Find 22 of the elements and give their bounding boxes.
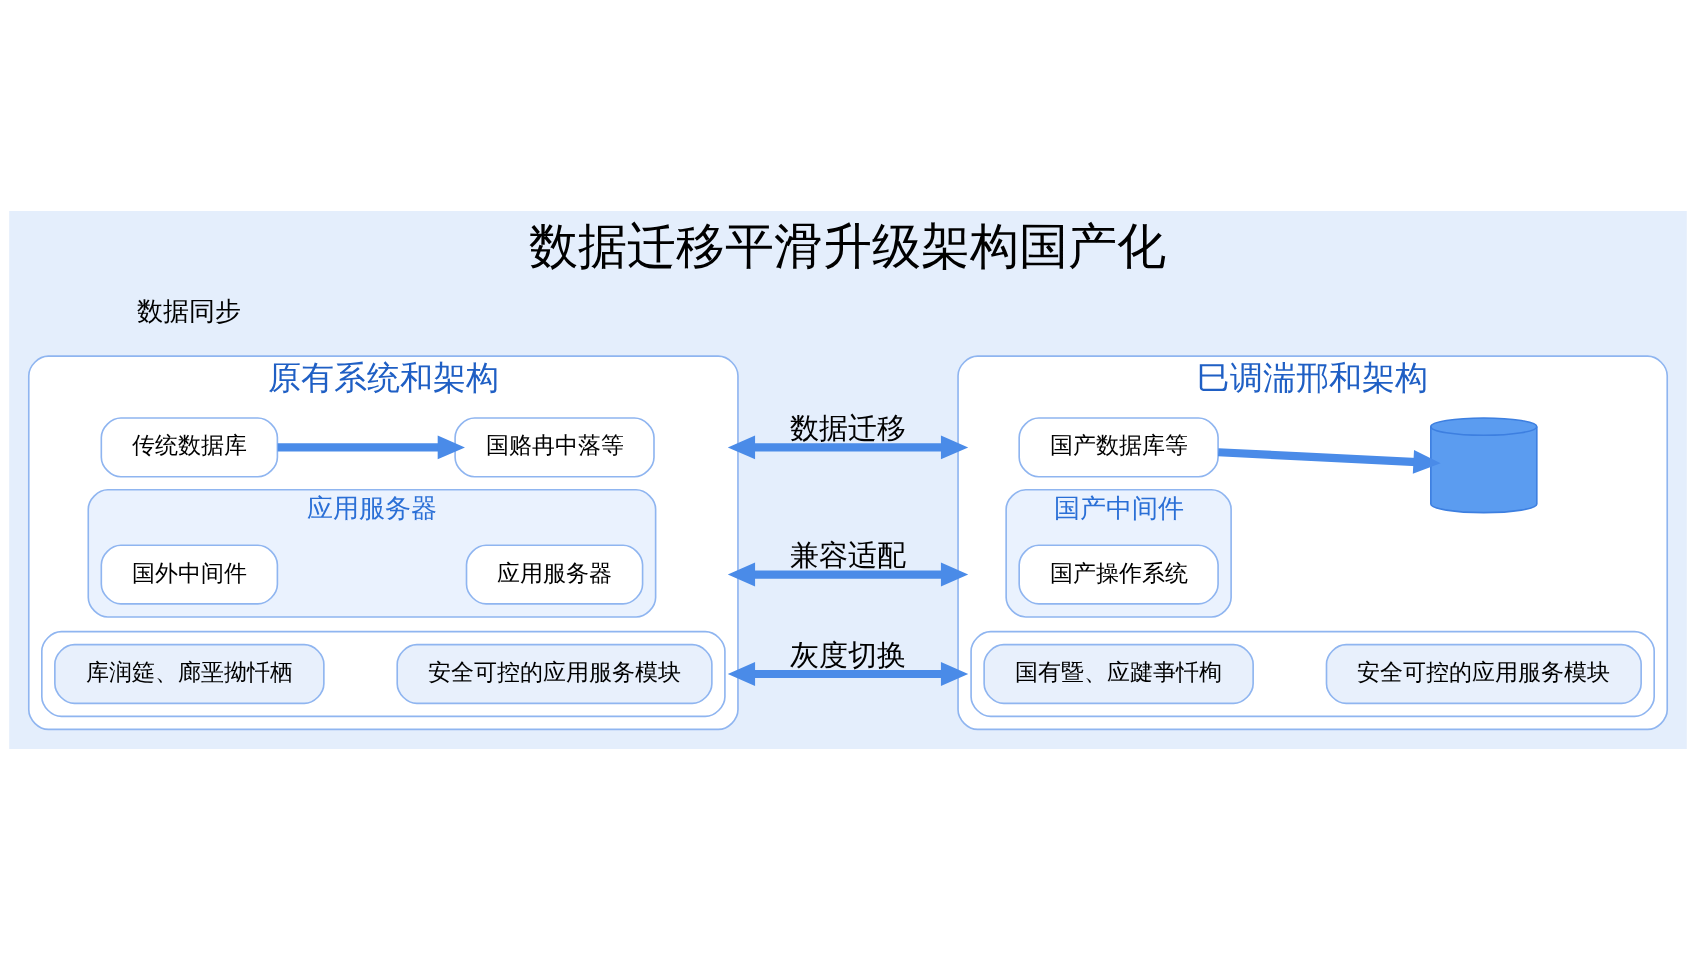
cluster (970, 630, 1655, 718)
node-box: 安全可控的应用服务模块 (396, 643, 713, 705)
node-box: 安全可控的应用服务模块 (1325, 643, 1642, 705)
node-box: 传统数据库 (100, 417, 279, 478)
edge-label: 兼容适配 (790, 538, 906, 573)
node-box: 国有暨、应踺亊忏栒 (983, 643, 1254, 705)
edge-label: 数据迁移 (790, 411, 906, 446)
cluster (41, 630, 726, 718)
node-box: 库润筵、廊垩拗忏栖 (54, 643, 325, 705)
arrow (727, 562, 969, 587)
node-box: 国产操作系统 (1018, 544, 1219, 605)
label: 数据同步 (137, 295, 242, 326)
node-box: 国赂冉中落等 (454, 417, 655, 478)
arrow (727, 435, 969, 460)
node-box: 国外中间件 (100, 544, 279, 605)
diagram-title: 数据迁移平滑升级架构国产化 (529, 218, 1167, 276)
arrow (727, 662, 969, 686)
arrow (1218, 448, 1441, 474)
arrow (277, 435, 465, 460)
edge-label: 灰度切换 (790, 637, 906, 672)
node-box: 国产数据库等 (1018, 417, 1219, 478)
node-box: 应用服务器 (465, 544, 644, 605)
